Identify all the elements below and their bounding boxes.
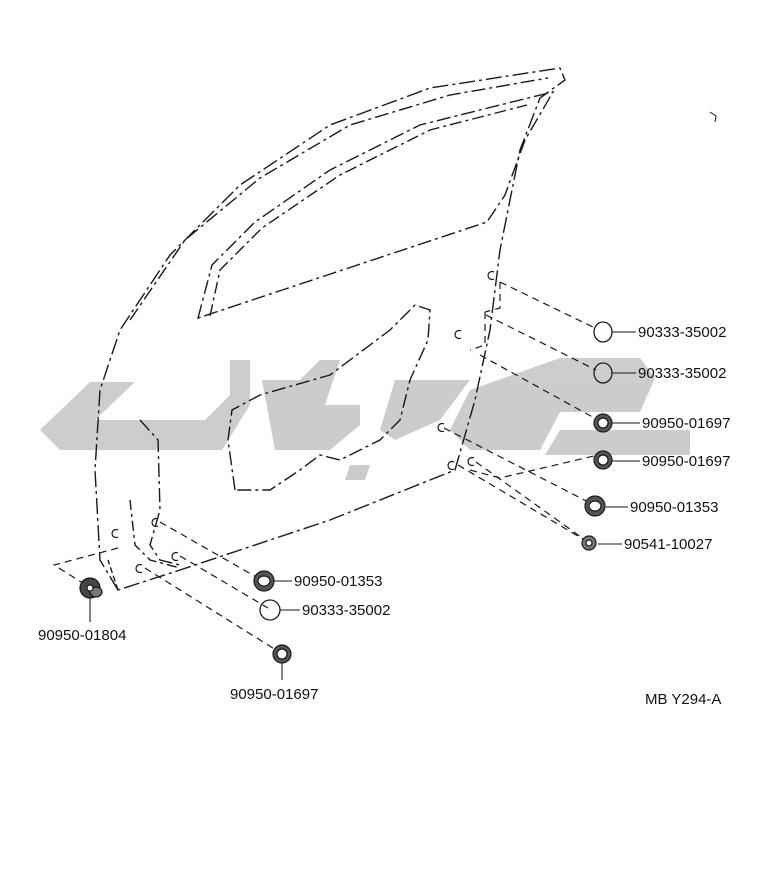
label-leaders: [89, 331, 640, 680]
diagram-code: MB Y294-A: [645, 691, 722, 708]
part-label: 90950-01804: [38, 627, 127, 644]
grommet-icon: [593, 450, 613, 470]
part-label: 90950-01353: [294, 573, 383, 590]
grommet-icon: [593, 413, 613, 433]
grommet-icon: [253, 570, 275, 592]
part-label: 90950-01697: [642, 453, 731, 470]
leader-lines: [52, 281, 599, 651]
part-label: 90333-35002: [638, 365, 727, 382]
part-label: 90950-01697: [642, 415, 731, 432]
part-label: 90950-01353: [630, 499, 719, 516]
grommet-icon: [79, 577, 103, 599]
part-label: 90950-01697: [230, 686, 319, 703]
part-label: 90541-10027: [624, 536, 713, 553]
grommet-icon: [584, 495, 606, 517]
part-label: 90333-35002: [302, 602, 391, 619]
cushion-icon: [581, 535, 597, 551]
corner-mark: [709, 111, 717, 123]
plug-icon: [593, 321, 613, 343]
plug-icon: [593, 362, 613, 384]
watermark-logo: [40, 358, 690, 480]
door-outline: [94, 67, 566, 591]
grommet-icon: [272, 644, 292, 664]
plug-icon: [259, 599, 281, 621]
part-label: 90333-35002: [638, 324, 727, 341]
hole-markers: [111, 270, 495, 574]
